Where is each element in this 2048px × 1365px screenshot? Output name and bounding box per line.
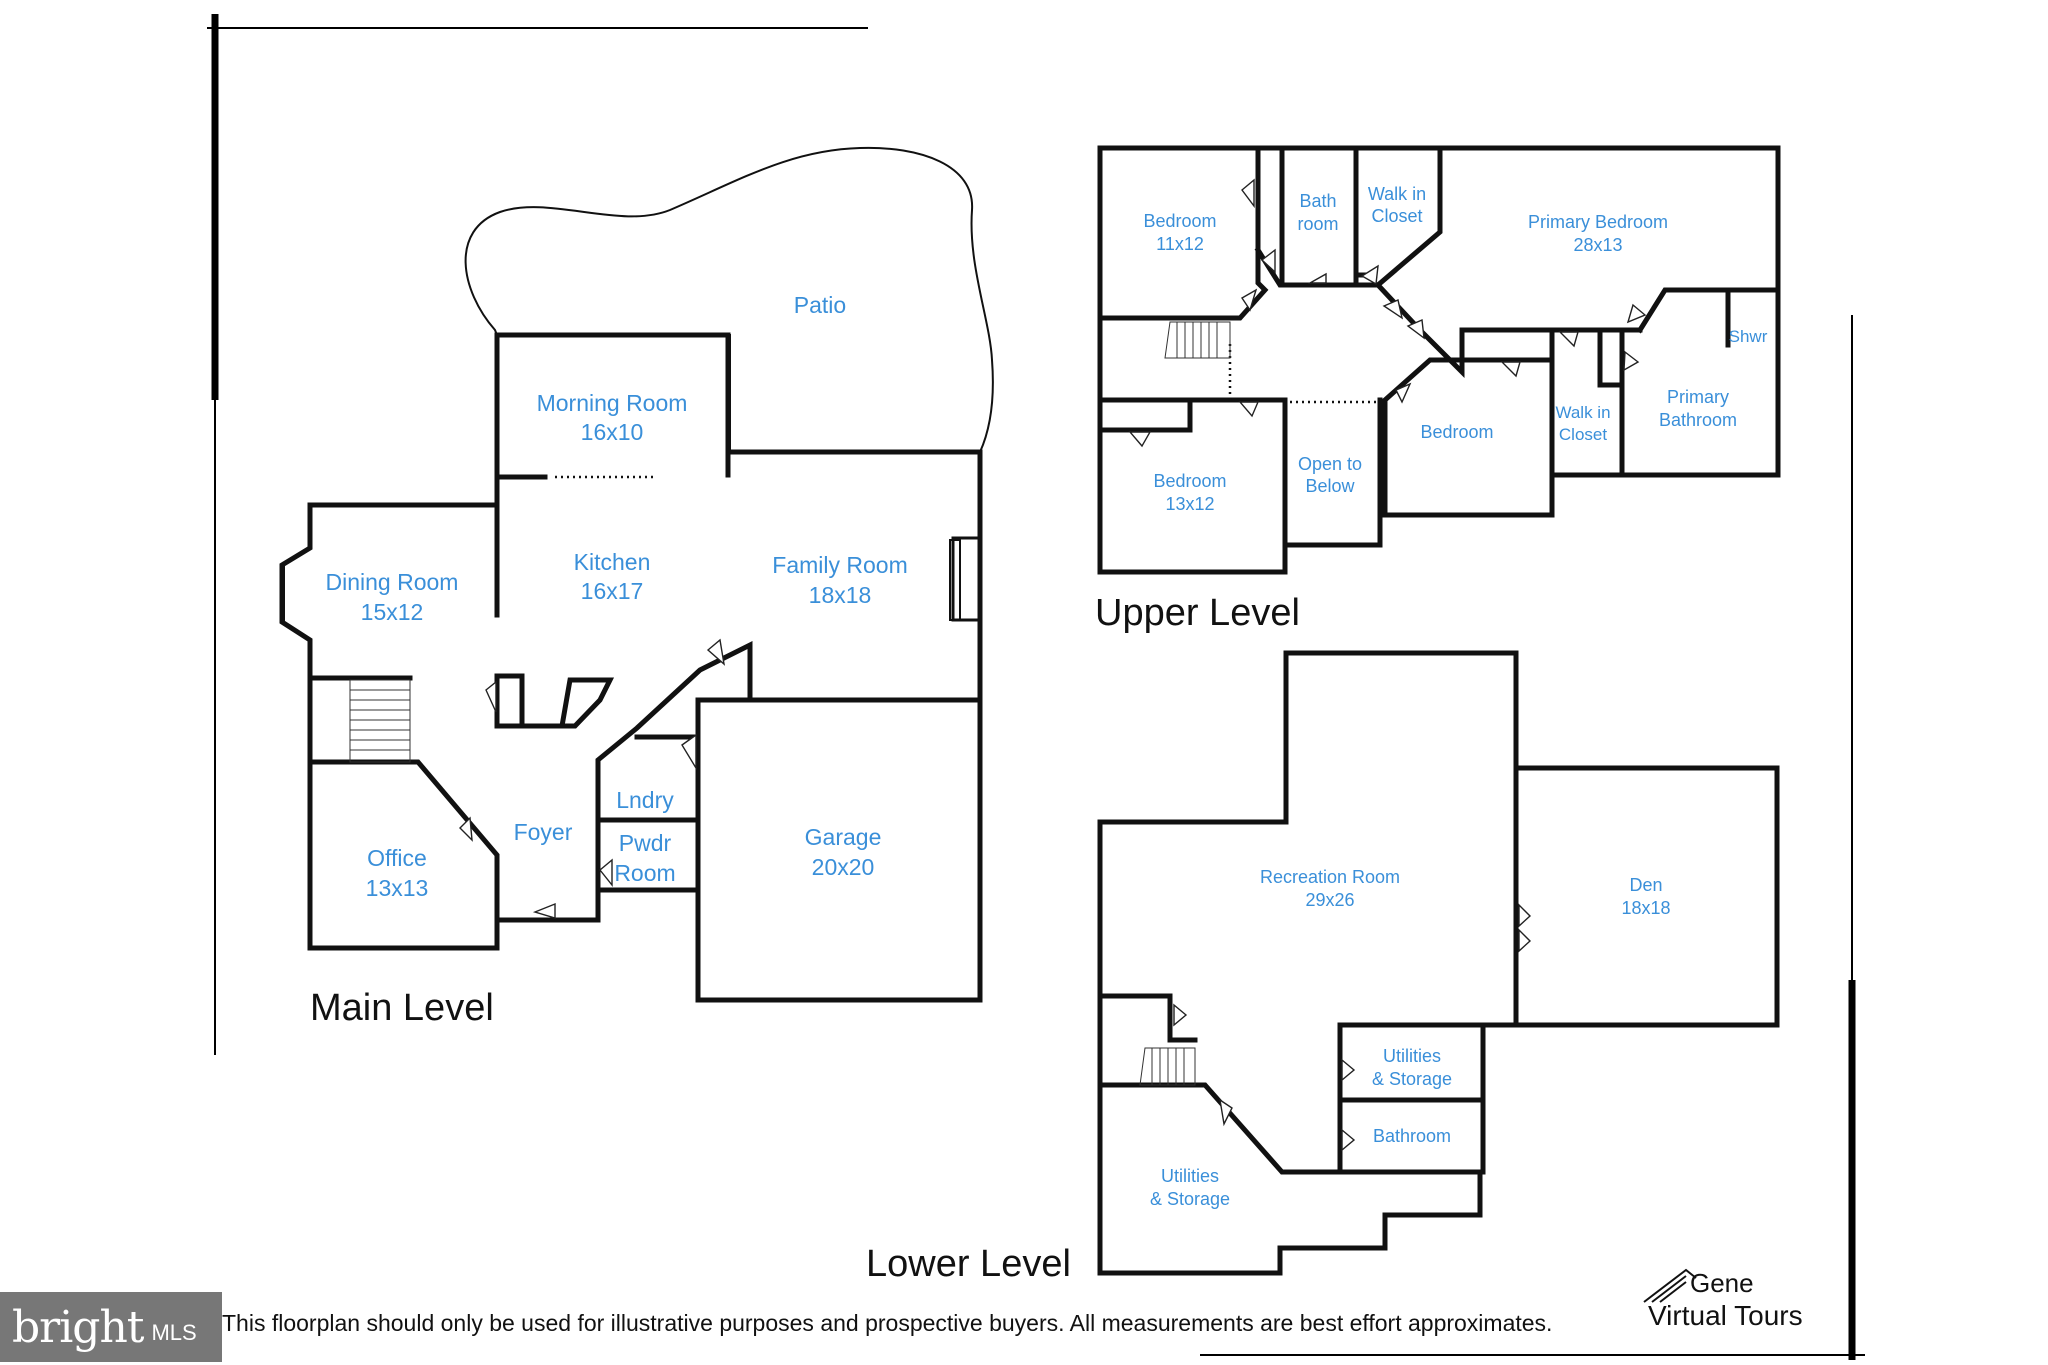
upper-doors <box>1128 178 1647 448</box>
primary-bathroom-label: Primary <box>1667 387 1729 407</box>
foyer-label: Foyer <box>514 819 573 845</box>
bedroom-3-walls <box>1097 397 1383 548</box>
kitchen-island <box>494 673 615 729</box>
family-room-size: 18x18 <box>809 582 872 608</box>
upper-bedroom-3-label: Bedroom <box>1153 471 1226 491</box>
lower-bathroom-label: Bathroom <box>1373 1126 1451 1146</box>
upper-closet-1-label: Walk in <box>1368 184 1426 204</box>
family-room-label: Family Room <box>772 552 907 578</box>
patio-label: Patio <box>794 292 846 318</box>
badge-mls: MLS <box>151 1320 197 1345</box>
frame-lines <box>207 14 1865 1360</box>
badge-logo: bright <box>12 1301 144 1353</box>
morning-room-label: Morning Room <box>537 390 688 416</box>
upper-level-plan: Bedroom 11x12 Bath room Walk in Closet P… <box>1095 145 1781 634</box>
upper-bedroom-1-size: 11x12 <box>1156 234 1204 254</box>
upper-level-title: Upper Level <box>1095 592 1300 634</box>
gene-virtual-tours-logo: Gene Virtual Tours <box>1640 1266 1840 1336</box>
utilities-storage-2-label-2: & Storage <box>1150 1189 1230 1209</box>
primary-bedroom-walls <box>1374 281 1781 379</box>
bedroom-1-walls <box>1097 145 1359 321</box>
roof-icon <box>1643 1268 1697 1303</box>
lower-level-plan: Recreation Room 29x26 Den 18x18 Utilitie… <box>866 650 1780 1285</box>
mls-badge: bright MLS <box>0 1292 222 1362</box>
dining-room-size: 15x12 <box>361 599 424 625</box>
utilities-storage-2-label: Utilities <box>1161 1166 1219 1186</box>
shower-label: Shwr <box>1729 327 1768 346</box>
main-level-plan: Patio Morning Room 16x10 Dining Room 15x… <box>279 146 994 1029</box>
upper-closet-2-label: Walk in <box>1555 403 1610 422</box>
upper-bedroom-2-label: Bedroom <box>1420 422 1493 442</box>
lower-outer-walls <box>1097 650 1780 1276</box>
office-walls <box>307 675 500 951</box>
den-label: Den <box>1629 875 1662 895</box>
fireplace-hearth <box>949 539 961 621</box>
utilities-storage-1-label: Utilities <box>1383 1046 1441 1066</box>
office-size: 13x13 <box>366 875 429 901</box>
powder-room-label: Pwdr <box>619 830 672 856</box>
dining-bay-glass <box>283 547 313 641</box>
primary-bedroom-label: Primary Bedroom <box>1528 212 1668 232</box>
dining-room-walls <box>279 502 500 683</box>
open-to-below-label: Open to <box>1298 454 1362 474</box>
upper-stairs <box>1164 321 1231 359</box>
lower-stairs <box>1139 1047 1196 1086</box>
upper-bedroom-3-size: 13x12 <box>1165 494 1214 514</box>
kitchen-size: 16x17 <box>581 578 644 604</box>
patio-outline <box>464 146 994 453</box>
main-stairs <box>349 679 411 763</box>
brand-line-1: Gene <box>1690 1268 1754 1298</box>
lower-doors <box>1173 903 1532 1152</box>
office-label: Office <box>367 845 427 871</box>
foyer-walls <box>494 640 983 1003</box>
brand-line-2: Virtual Tours <box>1648 1300 1803 1331</box>
primary-bathroom-label-2: Bathroom <box>1659 410 1737 430</box>
main-doors <box>459 638 726 919</box>
upper-bedroom-1-label: Bedroom <box>1143 211 1216 231</box>
upper-closet-1-label-2: Closet <box>1371 206 1422 226</box>
morning-room-size: 16x10 <box>581 419 644 445</box>
dining-room-label: Dining Room <box>326 569 459 595</box>
closet-2-walls <box>1549 327 1625 481</box>
upper-bathroom-label-2: room <box>1297 214 1338 234</box>
laundry-label: Lndry <box>616 787 674 813</box>
utilities-storage-1-label-2: & Storage <box>1372 1069 1452 1089</box>
main-level-title: Main Level <box>310 987 494 1029</box>
kitchen-label: Kitchen <box>574 549 651 575</box>
den-size: 18x18 <box>1621 898 1670 918</box>
fireplace <box>951 536 981 622</box>
recreation-room-size: 29x26 <box>1305 890 1354 910</box>
lower-inner-walls <box>1097 765 1519 1175</box>
primary-bedroom-size: 28x13 <box>1573 235 1622 255</box>
garage-label: Garage <box>805 824 882 850</box>
powder-room-label-2: Room <box>614 860 675 886</box>
open-to-below-label-2: Below <box>1305 476 1355 496</box>
garage-size: 20x20 <box>812 854 875 880</box>
upper-closet-2-label-2: Closet <box>1559 425 1607 444</box>
recreation-room-label: Recreation Room <box>1260 867 1400 887</box>
disclaimer-text: This floorplan should only be used for i… <box>222 1310 1553 1336</box>
upper-bathroom-label: Bath <box>1299 191 1336 211</box>
lower-level-title: Lower Level <box>866 1243 1071 1285</box>
